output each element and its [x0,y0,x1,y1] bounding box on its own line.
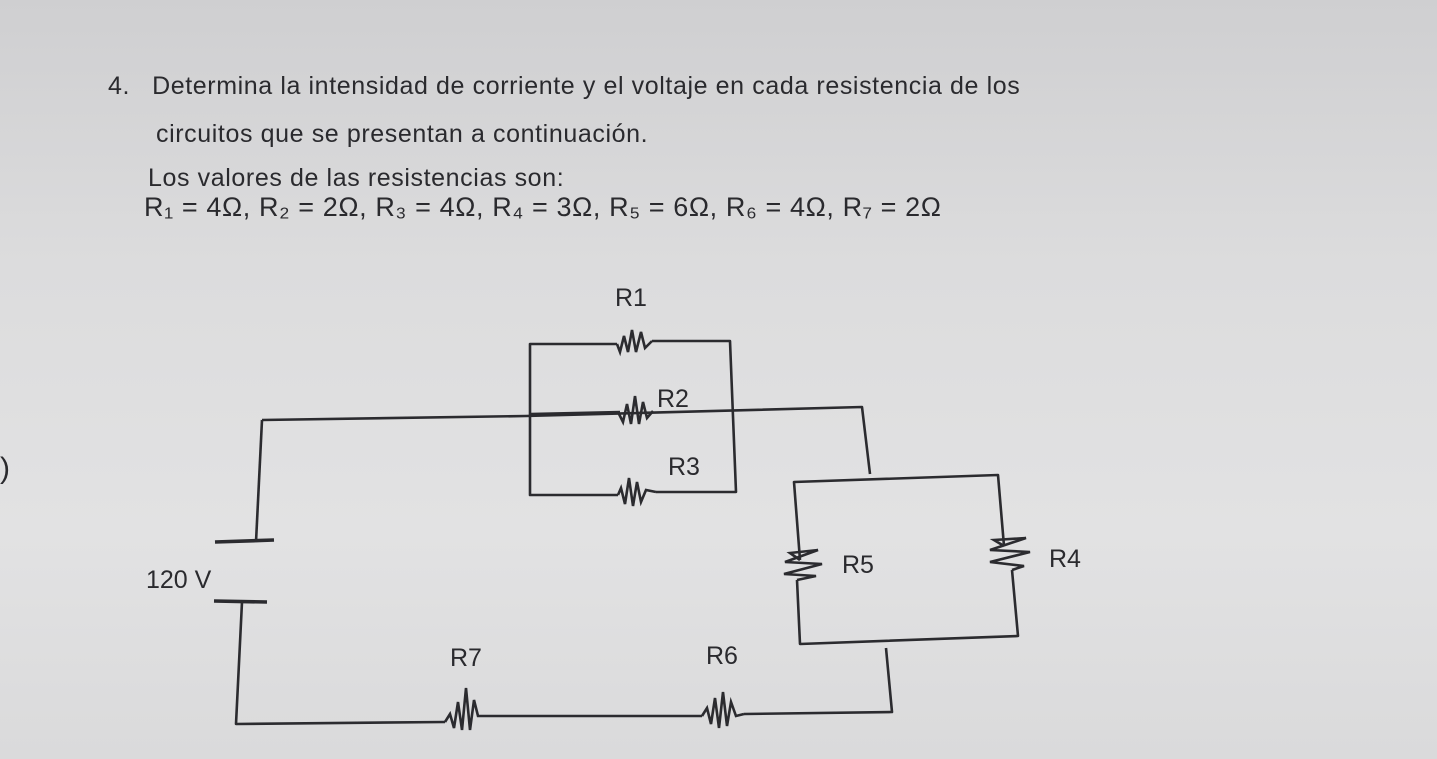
problem-line-1: 4. Determina la intensidad de corriente y… [108,72,1020,101]
margin-parenthesis: ) [0,452,10,485]
wire-r5r4-bottom [795,569,1020,646]
wire-parallel-top [528,342,618,497]
label-r6: R6 [706,642,738,670]
resistor-r1 [615,329,653,357]
wire-r5r4-top [792,473,1006,561]
resistor-r7 [443,687,486,731]
problem-line-2: circuitos que se presentan a continuació… [156,120,649,148]
wire-parallel-top-right [652,339,738,494]
label-r5: R5 [842,551,874,579]
label-r4: R4 [1049,545,1081,573]
resistor-r4 [989,536,1031,572]
battery-plate-long [214,538,275,544]
resistor-r3 [616,477,657,507]
battery-plate-short [213,599,268,604]
label-r2: R2 [657,385,689,413]
label-r1: R1 [615,284,647,312]
wire-left-bottom [234,601,446,726]
resistor-r6 [700,691,745,729]
wire-left-top [254,419,264,543]
wire-r2-left [529,410,621,416]
problem-text-1: Determina la intensidad de corriente y e… [152,72,1021,100]
label-r3: R3 [668,453,700,481]
label-r7: R7 [450,644,482,672]
resistor-r2 [617,395,654,426]
problem-number: 4. [108,72,131,100]
wire-top-main [261,405,872,475]
resistor-r5 [783,548,823,582]
problem-line-3: Los valores de las resistencias son: [148,164,565,192]
label-voltage-source: 120 V [146,566,212,594]
wire-bottom-right [743,647,894,716]
resistance-values: R₁ = 4Ω, R₂ = 2Ω, R₃ = 4Ω, R₄ = 3Ω, R₅ =… [144,192,942,222]
